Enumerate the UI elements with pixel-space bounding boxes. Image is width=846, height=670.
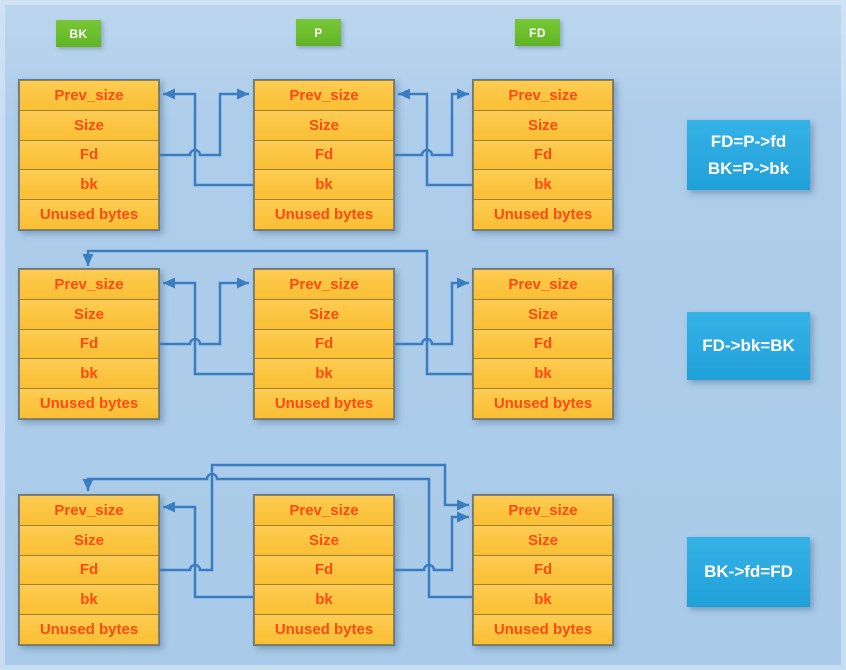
chunk-p-row3: Prev_size Size Fd bk Unused bytes xyxy=(253,494,395,646)
arrow-p-fd-to-fd-row3 xyxy=(395,511,469,572)
field-size: Size xyxy=(19,298,159,330)
field-size: Size xyxy=(254,298,394,330)
field-unused-bytes: Unused bytes xyxy=(254,388,394,419)
chunk-fd-row2: Prev_size Size Fd bk Unused bytes xyxy=(472,268,614,420)
field-bk: bk xyxy=(19,358,159,390)
operation-box-step2: FD->bk=BK xyxy=(687,312,810,380)
label-fd: FD xyxy=(515,19,560,46)
arrow-fd-bk-to-p-row1 xyxy=(398,88,472,187)
chunk-bk-row3: Prev_size Size Fd bk Unused bytes xyxy=(18,494,160,646)
label-p-text: P xyxy=(314,25,323,40)
field-bk: bk xyxy=(254,358,394,390)
label-bk: BK xyxy=(56,20,101,47)
field-unused-bytes: Unused bytes xyxy=(19,614,159,645)
field-bk: bk xyxy=(473,358,613,390)
operation-step3-line1: BK->fd=FD xyxy=(704,562,793,582)
field-fd: Fd xyxy=(473,554,613,586)
arrow-p-bk-to-bk-row3 xyxy=(163,501,253,599)
arrow-bk-fd-to-p-row2 xyxy=(160,277,249,346)
field-fd: Fd xyxy=(19,328,159,360)
field-prev-size: Prev_size xyxy=(473,269,613,300)
arrow-p-fd-to-fd-row2 xyxy=(395,277,469,346)
chunk-bk-row1: Prev_size Size Fd bk Unused bytes xyxy=(18,79,160,231)
field-unused-bytes: Unused bytes xyxy=(473,614,613,645)
operation-step1-line2: BK=P->bk xyxy=(707,158,790,178)
chunk-fd-row3: Prev_size Size Fd bk Unused bytes xyxy=(472,494,614,646)
field-bk: bk xyxy=(19,169,159,201)
field-bk: bk xyxy=(473,584,613,616)
field-prev-size: Prev_size xyxy=(254,80,394,111)
field-prev-size: Prev_size xyxy=(473,80,613,111)
operation-step1-line1: FD=P->fd xyxy=(710,132,787,151)
operation-box-step1: FD=P->fd BK=P->bk xyxy=(687,120,810,190)
field-bk: bk xyxy=(254,584,394,616)
field-prev-size: Prev_size xyxy=(473,495,613,526)
field-prev-size: Prev_size xyxy=(19,269,159,300)
field-prev-size: Prev_size xyxy=(254,269,394,300)
field-unused-bytes: Unused bytes xyxy=(19,199,159,230)
label-bk-text: BK xyxy=(69,26,88,41)
field-prev-size: Prev_size xyxy=(254,495,394,526)
field-size: Size xyxy=(19,524,159,556)
field-bk: bk xyxy=(254,169,394,201)
field-unused-bytes: Unused bytes xyxy=(473,199,613,230)
field-size: Size xyxy=(254,109,394,141)
field-unused-bytes: Unused bytes xyxy=(254,199,394,230)
arrow-p-fd-to-fd-row1 xyxy=(395,88,469,157)
field-fd: Fd xyxy=(254,554,394,586)
field-fd: Fd xyxy=(254,328,394,360)
field-bk: bk xyxy=(473,169,613,201)
arrow-p-bk-to-bk-row2 xyxy=(163,277,253,376)
field-size: Size xyxy=(473,109,613,141)
arrow-p-bk-to-bk-row1 xyxy=(163,88,253,187)
field-prev-size: Prev_size xyxy=(19,495,159,526)
arrow-bk-fd-to-p-row1 xyxy=(160,88,249,157)
field-size: Size xyxy=(254,524,394,556)
field-unused-bytes: Unused bytes xyxy=(254,614,394,645)
field-fd: Fd xyxy=(473,139,613,171)
operation-box-step3: BK->fd=FD xyxy=(687,537,810,607)
field-size: Size xyxy=(473,298,613,330)
label-fd-text: FD xyxy=(529,25,546,40)
field-bk: bk xyxy=(19,584,159,616)
field-fd: Fd xyxy=(473,328,613,360)
field-unused-bytes: Unused bytes xyxy=(473,388,613,419)
field-fd: Fd xyxy=(19,554,159,586)
field-unused-bytes: Unused bytes xyxy=(19,388,159,419)
chunk-bk-row2: Prev_size Size Fd bk Unused bytes xyxy=(18,268,160,420)
chunk-p-row1: Prev_size Size Fd bk Unused bytes xyxy=(253,79,395,231)
field-fd: Fd xyxy=(254,139,394,171)
field-size: Size xyxy=(473,524,613,556)
operation-step2-line1: FD->bk=BK xyxy=(702,336,795,356)
field-fd: Fd xyxy=(19,139,159,171)
label-p: P xyxy=(296,19,341,46)
chunk-p-row2: Prev_size Size Fd bk Unused bytes xyxy=(253,268,395,420)
field-prev-size: Prev_size xyxy=(19,80,159,111)
chunk-fd-row1: Prev_size Size Fd bk Unused bytes xyxy=(472,79,614,231)
field-size: Size xyxy=(19,109,159,141)
